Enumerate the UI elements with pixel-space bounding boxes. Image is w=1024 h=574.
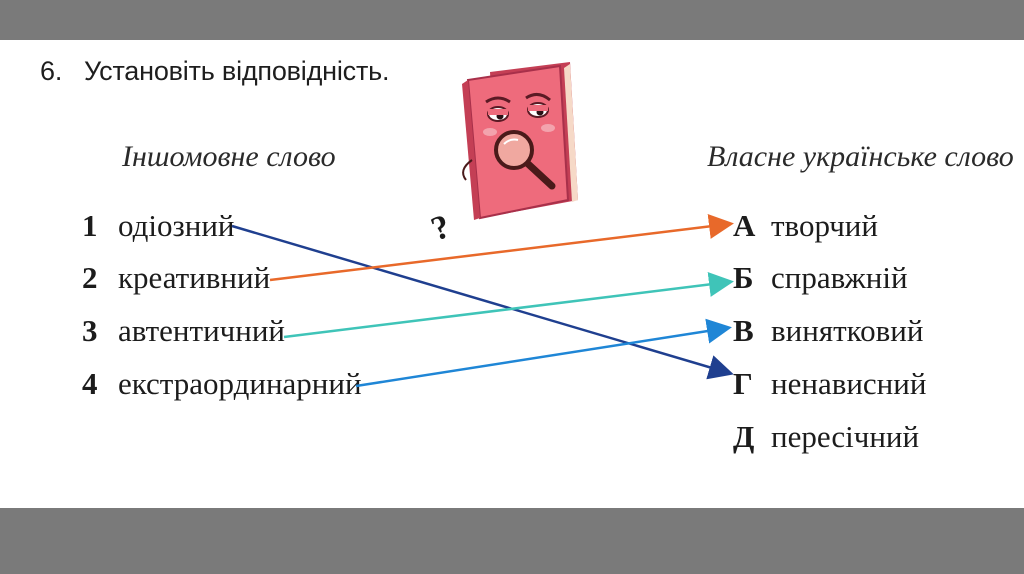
left-item-marker: 3 xyxy=(82,313,98,348)
left-item-marker: 2 xyxy=(82,260,98,295)
top-band xyxy=(0,0,1024,40)
left-item-word: креативний xyxy=(118,260,271,295)
right-item-word: справжній xyxy=(771,260,908,295)
left-column-heading: Іншомовне слово xyxy=(122,140,336,173)
right-column-heading: Власне українське слово xyxy=(707,140,1014,173)
task-title: 6. Установіть відповідність. xyxy=(40,56,390,87)
right-item-marker: А xyxy=(733,208,756,243)
left-item-4: 4 екстраординарний xyxy=(82,366,362,402)
task-text: Установіть відповідність. xyxy=(84,56,390,86)
right-item-marker: Б xyxy=(733,260,754,295)
left-item-marker: 1 xyxy=(82,208,98,243)
svg-text:?: ? xyxy=(428,208,455,240)
right-item-word: винятковий xyxy=(771,313,924,348)
right-item-word: ненависний xyxy=(771,366,927,401)
left-item-word: автентичний xyxy=(118,313,286,348)
book-with-magnifier-icon: ? xyxy=(428,62,578,240)
left-item-3: 3 автентичний xyxy=(82,313,285,349)
left-item-marker: 4 xyxy=(82,366,98,401)
left-item-1: 1 одіозний xyxy=(82,208,235,244)
match-arrow-4 xyxy=(355,318,732,388)
right-item-marker: Г xyxy=(733,366,753,401)
right-item-marker: В xyxy=(733,313,754,348)
right-item-word: творчий xyxy=(771,208,878,243)
match-arrow-1 xyxy=(231,224,734,380)
left-item-word: одіозний xyxy=(118,208,235,243)
right-item-word: пересічний xyxy=(771,419,920,454)
left-item-word: екстраординарний xyxy=(118,366,362,401)
match-arrow-3 xyxy=(283,272,734,339)
task-number: 6. xyxy=(40,56,63,86)
right-item-marker: Д xyxy=(733,419,755,454)
bottom-band xyxy=(0,508,1024,574)
left-item-2: 2 креативний xyxy=(82,260,270,296)
